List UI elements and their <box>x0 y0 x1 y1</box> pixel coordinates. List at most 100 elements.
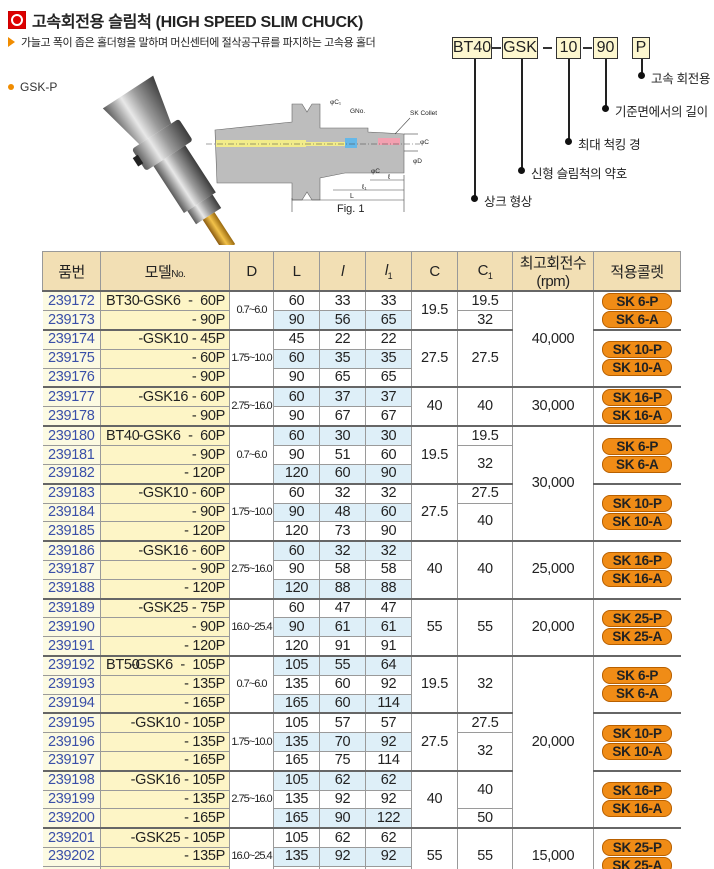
length-L: 105 <box>273 769 320 791</box>
length-l: 73 <box>319 521 366 542</box>
c-value: 27.5 <box>411 328 458 388</box>
collet-badge: SK 16-P <box>602 781 673 799</box>
header-c1: C1 <box>457 251 513 292</box>
length-L: 90 <box>273 559 320 580</box>
code-type: GSK <box>502 37 538 59</box>
model-suffix: -GSK25 - 75P <box>138 599 225 616</box>
c1-value: 40 <box>457 540 513 600</box>
length-l: 32 <box>319 540 366 561</box>
part-number: 239195 <box>42 712 101 734</box>
c-value: 40 <box>411 540 458 600</box>
dot-bullet-icon <box>8 84 14 90</box>
c1-value: 19.5 <box>457 425 513 447</box>
c1-value: 40 <box>457 386 513 427</box>
model-suffix: - 135P <box>184 676 225 693</box>
d-range: 1.75~10.0 <box>229 482 274 542</box>
header-text: C <box>429 262 440 280</box>
model-number: - 120P <box>100 463 230 485</box>
header-text: 최고회전수(rpm) <box>519 255 587 290</box>
c1-value: 55 <box>457 597 513 657</box>
model-suffix: - 90P <box>191 561 225 578</box>
length-l: 37 <box>319 386 366 408</box>
length-L: 60 <box>273 386 320 408</box>
length-l: 91 <box>319 636 366 657</box>
model-suffix: -GSK6 - 105P <box>130 657 225 674</box>
length-L: 60 <box>273 597 320 619</box>
length-l1: 65 <box>365 367 412 388</box>
model-suffix: - 120P <box>184 580 225 597</box>
model-suffix: -GSK16 - 60P <box>138 542 225 559</box>
c1-value: 32 <box>457 445 513 485</box>
model-number: - 90P <box>100 367 230 388</box>
model-suffix: - 135P <box>184 790 225 807</box>
max-rpm: 30,000 <box>512 386 594 427</box>
length-L: 90 <box>273 310 320 331</box>
model-suffix: - 90P <box>191 311 225 328</box>
model-number: BT30-GSK6 - 60P <box>100 290 230 311</box>
part-number: 239190 <box>42 617 101 638</box>
collet-badge: SK 6-P <box>602 293 673 310</box>
subtitle-text: 가늘고 폭이 좁은 홀더형을 말하며 머신센터에 절삭공구류를 파지하는 고속용… <box>21 37 376 49</box>
length-l1: 88 <box>365 578 412 600</box>
model-suffix: - 135P <box>184 848 225 865</box>
c1-value: 27.5 <box>457 712 513 734</box>
model-number: - 135P <box>100 846 230 867</box>
collet-badge: SK 6-A <box>602 685 673 703</box>
length-L: 90 <box>273 502 320 523</box>
part-number: 239186 <box>42 540 101 561</box>
length-l1: 32 <box>365 482 412 504</box>
header-l1: l1 <box>365 251 412 292</box>
part-number: 239189 <box>42 597 101 619</box>
length-l: 70 <box>319 732 366 752</box>
model-prefix: BT40 <box>106 427 140 444</box>
d-range: 16.0~25.4 <box>229 597 274 657</box>
length-l: 58 <box>319 559 366 580</box>
d-range: 0.7~6.0 <box>229 654 274 714</box>
title-ring-icon <box>8 11 26 29</box>
code-chuck-dia: 10 <box>556 37 581 59</box>
header-text: D <box>246 262 257 280</box>
model-suffix: - 135P <box>184 733 225 750</box>
c1-value: 27.5 <box>457 328 513 388</box>
length-l1: 60 <box>365 502 412 523</box>
length-l: 30 <box>319 425 366 447</box>
model-number: -GSK16 - 60P <box>100 540 230 561</box>
product-illustration <box>102 75 420 245</box>
part-number: 239202 <box>42 846 101 867</box>
part-number: 239176 <box>42 367 101 388</box>
label-l: ℓ <box>388 174 391 181</box>
length-L: 120 <box>273 636 320 657</box>
model-number: - 90P <box>100 559 230 580</box>
collet-badge: SK 25-A <box>602 627 673 645</box>
length-l: 92 <box>319 846 366 867</box>
length-l1: 114 <box>365 693 412 714</box>
length-L: 105 <box>273 827 320 848</box>
part-number: 239198 <box>42 769 101 791</box>
model-suffix: -GSK16 - 105P <box>130 772 226 789</box>
c-value: 19.5 <box>411 425 458 485</box>
collet-badge: SK 16-A <box>602 570 673 588</box>
length-l: 60 <box>319 674 366 695</box>
model-suffix: - 165P <box>184 752 225 769</box>
length-L: 60 <box>273 540 320 561</box>
collet-badge: SK 10-P <box>602 341 673 359</box>
model-number: -GSK16 - 105P <box>100 769 230 791</box>
length-l1: 35 <box>365 348 412 369</box>
part-number: 239173 <box>42 310 101 331</box>
c1-value: 50 <box>457 808 513 829</box>
length-l: 92 <box>319 789 366 810</box>
header-subscript: 1 <box>487 270 493 281</box>
cross-section-drawing <box>206 103 420 212</box>
collet-badge: SK 10-A <box>602 512 673 530</box>
